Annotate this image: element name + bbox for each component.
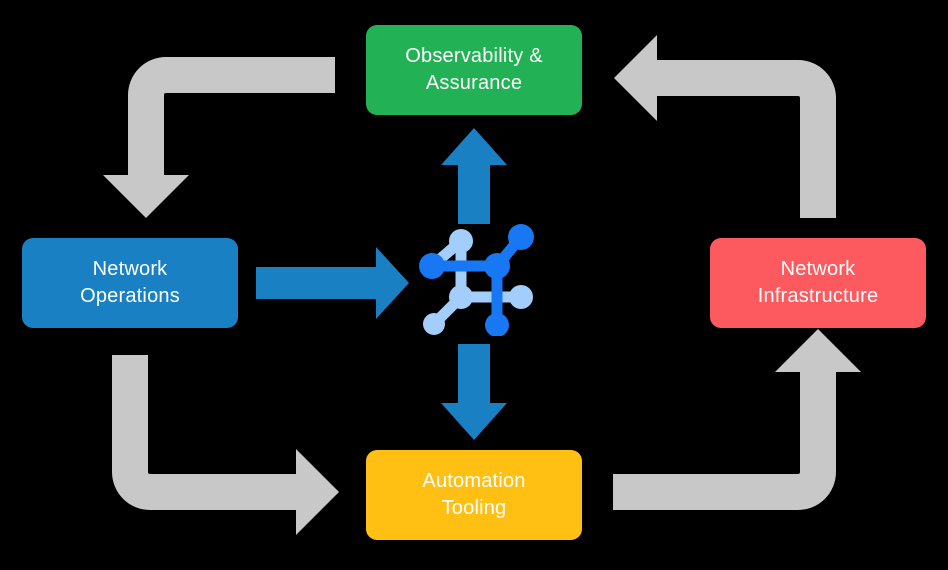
node-label-network-infrastructure: Network Infrastructure <box>757 258 879 307</box>
network-topology-icon <box>419 224 534 336</box>
connector-hub-to-observability <box>441 128 507 224</box>
topology-light-nodes <box>423 229 533 335</box>
node-label-observability: Observability & Assurance <box>405 45 543 94</box>
connector-hub-to-automation <box>441 344 507 440</box>
node-label-network-operations: Network Operations <box>80 258 180 307</box>
connector-automation-to-infrastructure <box>613 329 861 510</box>
topology-dark-nodes <box>419 224 534 336</box>
node-box-observability[interactable]: Observability & Assurance <box>366 25 582 115</box>
connector-infrastructure-to-observability <box>614 35 836 218</box>
connector-observability-to-operations <box>103 57 335 218</box>
connector-operations-to-hub <box>256 247 409 319</box>
node-label-automation-tooling: Automation Tooling <box>422 470 526 519</box>
node-box-network-infrastructure[interactable]: Network Infrastructure <box>710 238 926 328</box>
node-box-network-operations[interactable]: Network Operations <box>22 238 238 328</box>
node-box-automation-tooling[interactable]: Automation Tooling <box>366 450 582 540</box>
connector-operations-to-automation <box>112 355 339 535</box>
